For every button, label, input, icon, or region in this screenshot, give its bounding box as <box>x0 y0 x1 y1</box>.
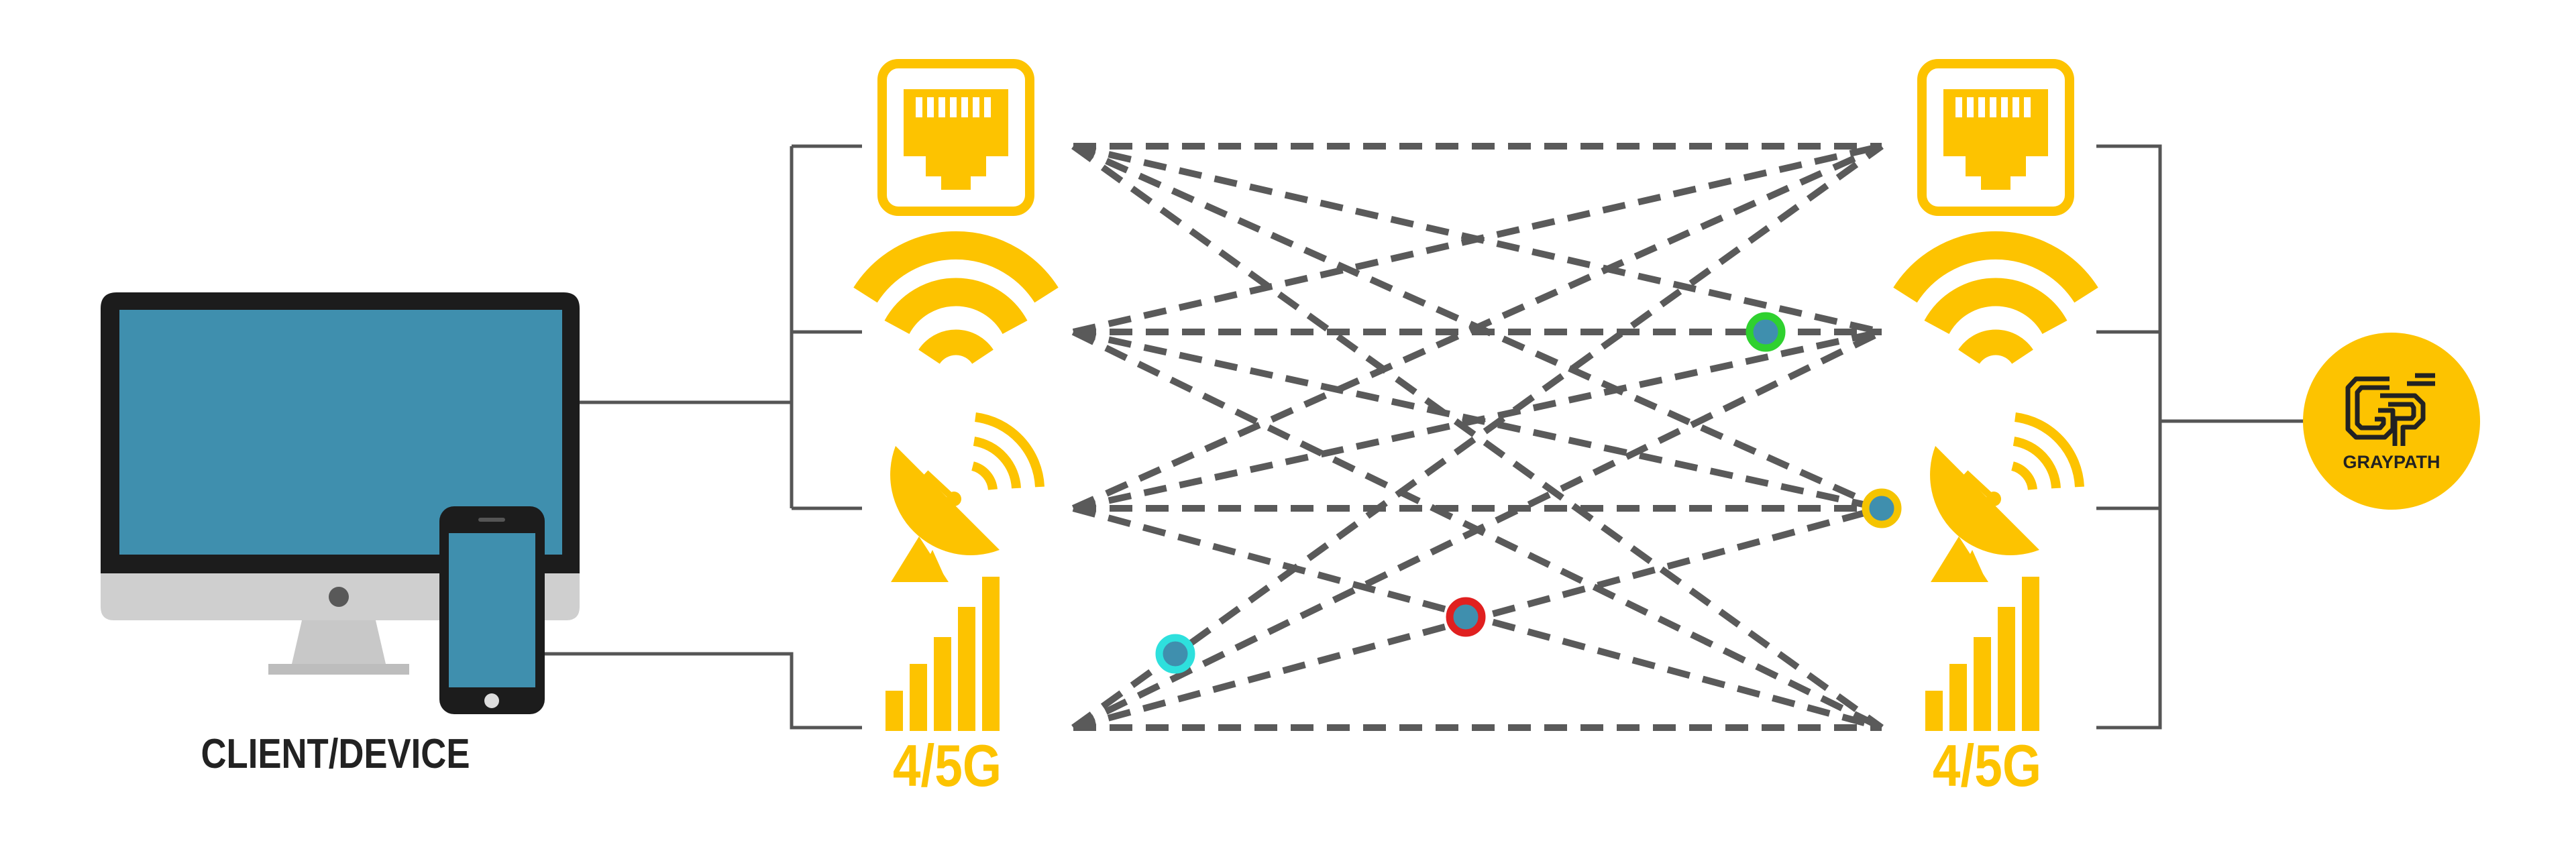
satellite-dish-icon <box>1930 412 2084 582</box>
packet-dot <box>1746 312 1786 352</box>
packet-dot <box>1446 597 1486 637</box>
cellular-signal-icon <box>885 577 1000 731</box>
dashed-path <box>1072 329 1883 512</box>
satellite-dish-icon <box>890 412 1044 582</box>
packet-dot <box>1862 488 1902 528</box>
graypath-logo-icon <box>2345 373 2435 446</box>
graypath-logo: GRAYPATH <box>2303 333 2480 510</box>
phone-screen <box>449 533 535 687</box>
packets <box>1155 312 1902 674</box>
wifi-icon <box>853 231 1059 365</box>
left-wires <box>543 144 862 730</box>
phone <box>439 506 545 714</box>
dashed-path <box>1071 143 1884 512</box>
right-wires <box>2096 144 2304 730</box>
ethernet-port-icon <box>1917 59 2074 216</box>
dashed-path-mesh <box>1071 143 1884 731</box>
left-cellular-label: 4/5G <box>893 733 1002 799</box>
cellular-signal-icon <box>1925 577 2039 731</box>
dashed-path <box>1071 329 1884 731</box>
graypath-label: GRAYPATH <box>2343 452 2440 472</box>
packet-dot <box>1155 634 1195 674</box>
right-cellular-label: 4/5G <box>1933 733 2041 799</box>
dashed-path <box>1071 143 1884 731</box>
ethernet-port-icon <box>877 59 1034 216</box>
client-device-label: CLIENT/DEVICE <box>201 731 470 777</box>
monitor <box>101 292 580 675</box>
wifi-icon <box>1893 231 2098 365</box>
dashed-path <box>1071 143 1884 731</box>
dashed-path <box>1072 143 1883 335</box>
